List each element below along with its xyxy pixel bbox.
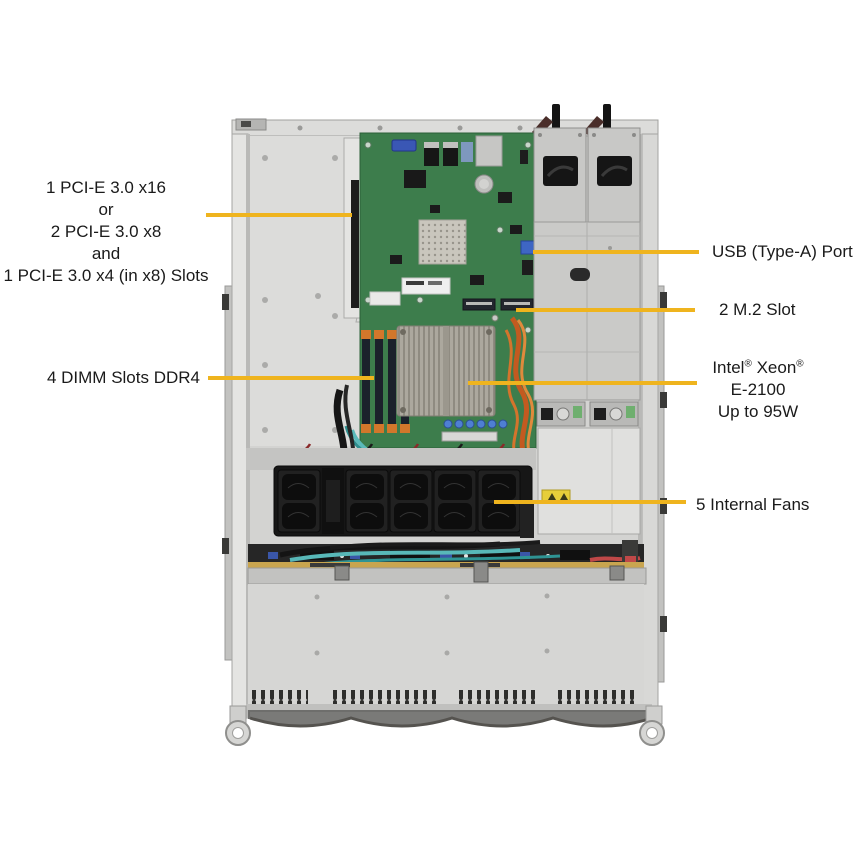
internal-fans [273,465,534,538]
left-chassis-ear [225,705,251,746]
psu-fan-opening [543,156,578,186]
usb-port [461,142,473,162]
cpu-label-line2: E-2100 [730,380,786,399]
callout-label-fans: 5 Internal Fans [696,495,810,514]
callout-label-pcie-slots: 1 PCI-E 3.0 x16 or 2 PCI-E 3.0 x8 and 1 … [0,177,212,287]
callout-line-fans [494,500,686,504]
callout-label-usb: USB (Type-A) Port [712,242,853,261]
motherboard [359,132,537,449]
rear-io-ports [391,135,528,167]
callout-label-dimm: 4 DIMM Slots DDR4 [46,368,200,387]
callout-line-cpu [468,381,697,385]
right-chassis-ear [639,705,665,746]
m2-slots [462,298,534,322]
cpu-heatsink [396,325,496,417]
pcie-riser-slot [351,180,359,308]
pcie-label-line: 1 PCI-E 3.0 x16 [45,178,166,197]
pcie-label-line: and [91,244,121,263]
fan [389,469,433,533]
psu-latch-modules [536,401,639,427]
pcie-label-line: 1 PCI-E 3.0 x4 (in x8) Slots [3,266,209,285]
front-panel [225,704,665,746]
psu-handle [603,104,611,132]
vga-port [391,139,417,152]
cpu-label-line1: Intel® Xeon® [712,358,804,377]
drive-backplane [247,540,647,595]
fan [277,469,321,533]
chipset-heatsink [418,219,467,265]
callout-line-dimm [208,376,374,380]
drive-bay [248,584,644,706]
psu-fan-opening [597,156,632,186]
fan [433,469,477,533]
power-supplies [532,104,641,535]
psu-handle [552,104,560,132]
callout-line-pcie [206,213,352,217]
callout-line-usb [533,250,699,254]
callout-label-cpu: Intel® Xeon® E-2100 Up to 95W [667,357,849,423]
front-vent-slots [250,690,638,704]
power-distribution-box [537,427,641,535]
cpu-label-line3: Up to 95W [717,402,799,421]
fan [345,469,389,533]
callout-label-m2: 2 M.2 Slot [719,300,796,319]
backplane-pcb-edge [248,562,644,568]
io-shield-module [475,135,503,167]
callout-line-m2 [516,308,695,312]
pcie-label-line: 2 PCI-E 3.0 x8 [50,222,162,241]
fan [477,469,521,533]
pcie-label-line: or [98,200,114,219]
mid-divider [246,448,536,470]
